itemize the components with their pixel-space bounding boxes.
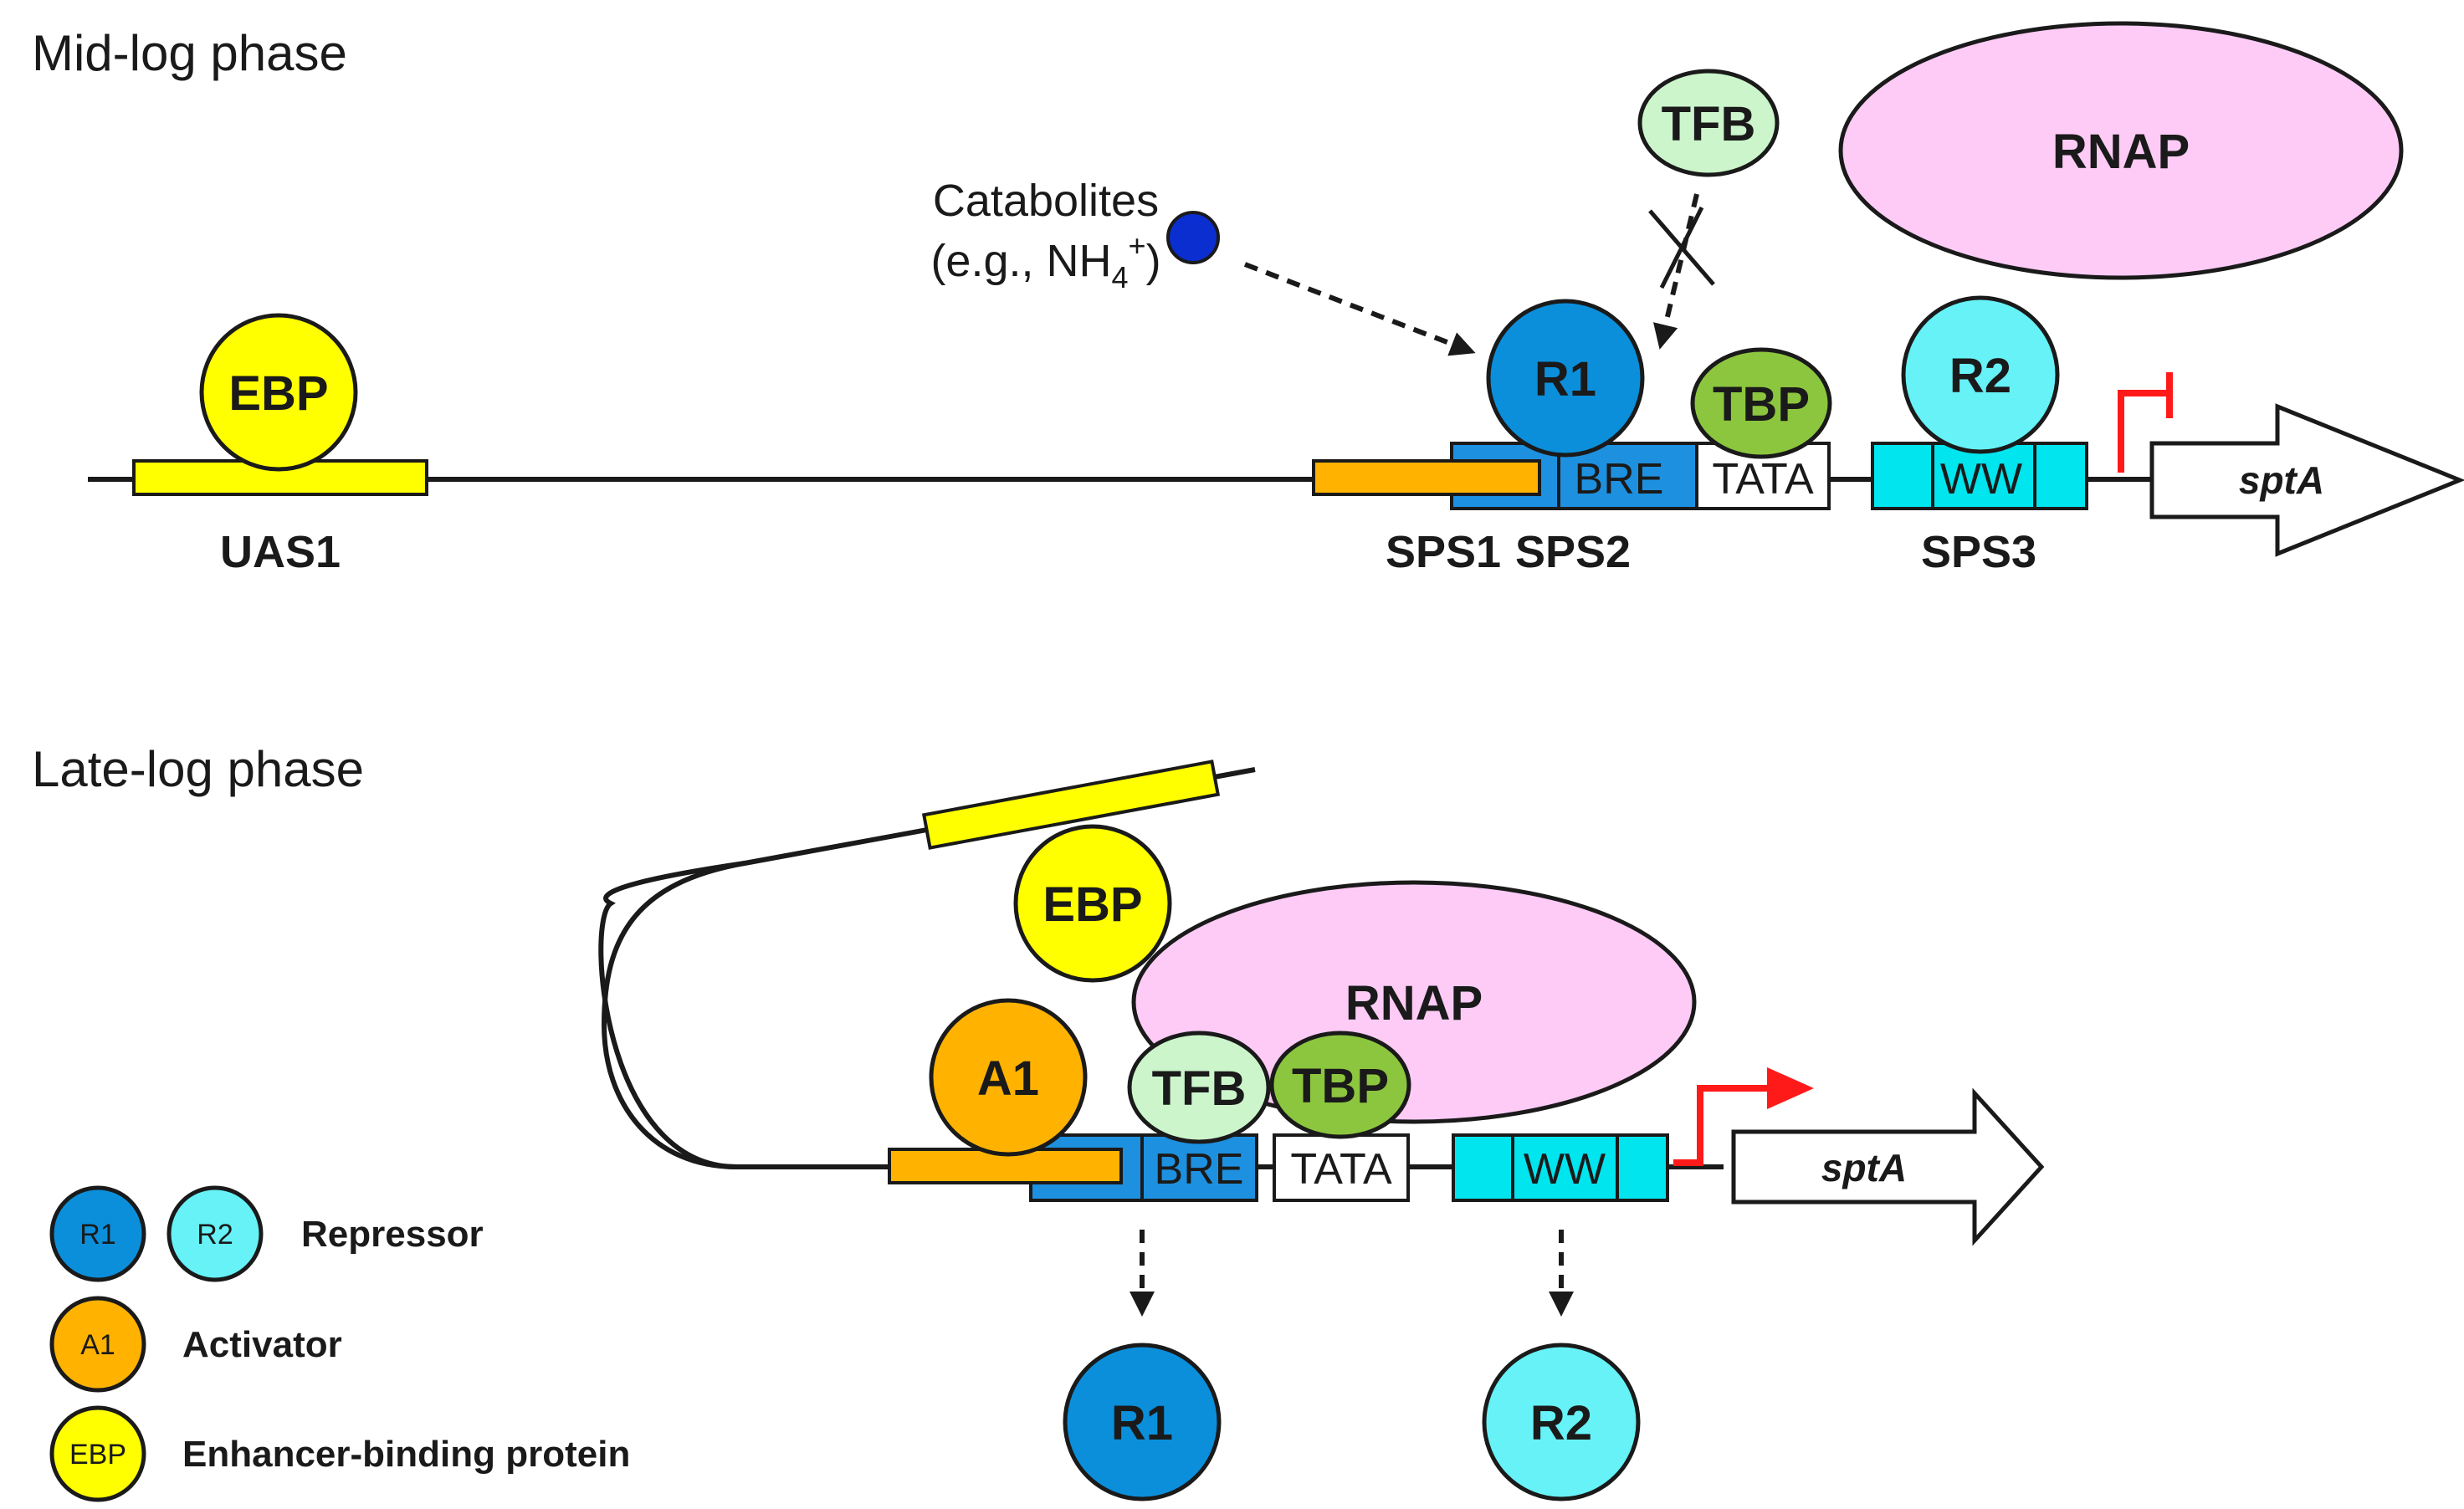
- tfb-late: TFB: [1127, 1031, 1271, 1144]
- rnap-late: RNAP: [1131, 880, 1697, 1124]
- r1-released: R1: [1063, 1343, 1222, 1501]
- tata-box-mid: TATA: [1695, 442, 1831, 510]
- catabolites-label: Catabolites: [933, 176, 1159, 226]
- svg-text:A1: A1: [80, 1329, 115, 1361]
- svg-text:R1: R1: [79, 1219, 115, 1251]
- legend-a1: A1: [49, 1296, 146, 1393]
- r1-mid-label: R1: [1534, 352, 1596, 407]
- tbp-late-label: TBP: [1292, 1059, 1389, 1113]
- gene-arrow-late: sptA: [1731, 1087, 2045, 1246]
- ww-mid-label: WW: [1940, 455, 2022, 504]
- tata-box-late: TATA: [1273, 1133, 1410, 1202]
- r1-mid: R1: [1486, 299, 1645, 458]
- tata-mid-label: TATA: [1712, 455, 1814, 504]
- a1-late-label: A1: [977, 1051, 1039, 1106]
- label-sps2: SPS2: [1515, 527, 1631, 577]
- ww-box-mid: WW: [1871, 442, 2088, 510]
- ebp-late: EBP: [1013, 824, 1172, 983]
- blocked-promoter-icon: [2118, 372, 2173, 473]
- r1-released-label: R1: [1111, 1396, 1173, 1450]
- svg-text:EBP: EBP: [69, 1439, 126, 1471]
- legend-r2: R2: [166, 1185, 264, 1282]
- rnap-mid-label: RNAP: [2052, 125, 2190, 179]
- svg-text:R2: R2: [197, 1219, 233, 1251]
- bre-mid-label: BRE: [1575, 455, 1664, 504]
- r2-mid-label: R2: [1949, 349, 2011, 403]
- r2-mid: R2: [1901, 295, 2060, 454]
- dna-loop-late: [598, 767, 1724, 1169]
- ebp-late-label: EBP: [1042, 877, 1142, 932]
- active-promoter-icon: [1673, 1085, 1776, 1166]
- section-title-mid: Mid-log phase: [32, 25, 347, 81]
- label-uas1: UAS1: [220, 527, 341, 577]
- label-sps3: SPS3: [1921, 527, 2036, 577]
- ebp-mid-label: EBP: [228, 366, 328, 421]
- legend-enhancer-label: Enhancer-binding protein: [182, 1434, 630, 1475]
- tata-late-label: TATA: [1290, 1145, 1392, 1194]
- ww-box-late: WW: [1452, 1133, 1669, 1202]
- tfb-late-label: TFB: [1152, 1061, 1247, 1116]
- legend-repressor-label: Repressor: [301, 1214, 484, 1255]
- rnap-late-label: RNAP: [1345, 976, 1483, 1031]
- gene-late-label: sptA: [1821, 1146, 1907, 1189]
- legend-activator-label: Activator: [182, 1324, 342, 1365]
- uas1-element-late: [921, 760, 1221, 850]
- bre-late-label: BRE: [1155, 1145, 1244, 1194]
- gene-arrow-mid: sptA: [2149, 403, 2464, 557]
- tbp-mid: TBP: [1690, 347, 1832, 459]
- catabolite-molecule-icon: [1166, 211, 1220, 264]
- r2-released-label: R2: [1530, 1396, 1592, 1450]
- legend-ebp: EBP: [49, 1405, 146, 1502]
- sps1-element: [1312, 459, 1541, 496]
- r2-released: R2: [1482, 1343, 1641, 1501]
- ww-late-label: WW: [1524, 1145, 1606, 1194]
- a1-late: A1: [929, 998, 1088, 1157]
- section-title-late: Late-log phase: [32, 741, 364, 797]
- legend-r1: R1: [49, 1185, 146, 1282]
- tbp-late: TBP: [1269, 1031, 1411, 1139]
- tbp-mid-label: TBP: [1713, 377, 1810, 432]
- blocked-cross-icon: [1648, 206, 1715, 289]
- tfb-blocked-arrow: [1652, 193, 1699, 350]
- gene-mid-label: sptA: [2239, 458, 2324, 502]
- label-sps1: SPS1: [1386, 527, 1501, 577]
- legend: R1 R2 Repressor A1 Activator EBP Enhance…: [49, 1185, 630, 1502]
- ebp-mid: EBP: [199, 313, 358, 472]
- tfb-mid-label: TFB: [1662, 97, 1756, 151]
- catabolite-arrow: [1243, 262, 1476, 356]
- catabolites-example: (e.g., NH4+): [930, 228, 1160, 294]
- rnap-mid: RNAP: [1838, 21, 2404, 280]
- tfb-mid: TFB: [1637, 69, 1780, 177]
